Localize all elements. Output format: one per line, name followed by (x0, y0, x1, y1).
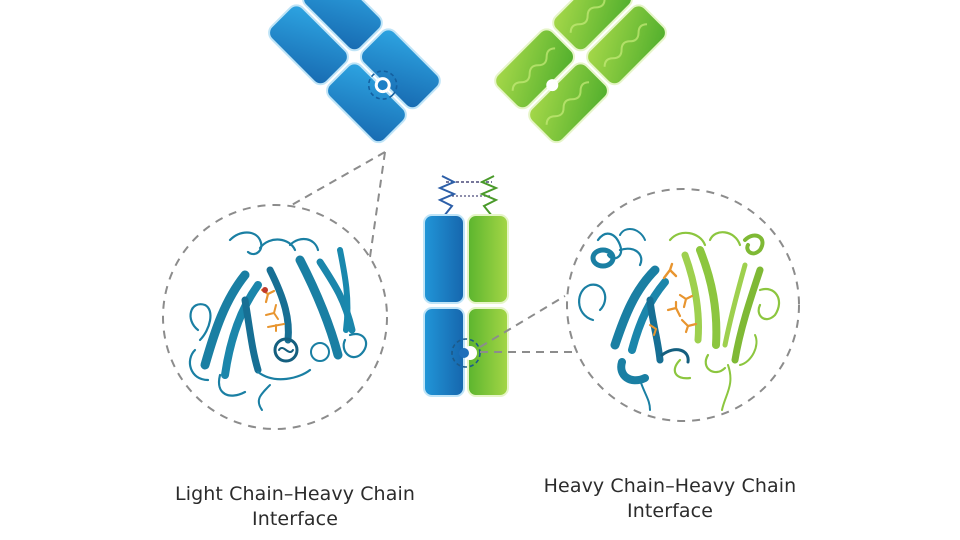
left-fab-arm (268, 0, 441, 144)
heavy-heavy-interface-caption: Heavy Chain–Heavy Chain Interface (520, 474, 820, 524)
caption-line-2: Interface (627, 500, 713, 522)
caption-line-1: Light Chain–Heavy Chain (175, 483, 415, 505)
callout-circle-left (162, 204, 388, 430)
callout-circle-right (566, 188, 800, 422)
heavy-chain-vh-domain-left (268, 4, 349, 86)
heavy-heavy-interface-callout (566, 188, 800, 422)
caption-line-1: Heavy Chain–Heavy Chain (543, 475, 797, 497)
disulfide-linker-right (479, 175, 499, 217)
disulfide-linker-left (437, 175, 457, 217)
fc-stem (423, 214, 509, 397)
heavy-chain-vh-domain-right (552, 0, 633, 52)
heavy-chain-ch2-green (467, 214, 509, 304)
light-heavy-interface-caption: Light Chain–Heavy Chain Interface (130, 482, 460, 532)
heavy-chain-ch3-blue (423, 307, 465, 397)
callout-leader-lines (289, 151, 575, 353)
protein-structure-heavy-heavy (578, 228, 781, 411)
protein-structure-light-heavy (188, 231, 368, 411)
caption-line-2: Interface (252, 508, 338, 530)
hinge-region (437, 175, 499, 217)
interface-highlight-left (367, 70, 398, 100)
light-chain-vl-domain (302, 0, 383, 52)
right-fab-arm (494, 0, 667, 144)
heavy-chain-ch2-blue (423, 214, 465, 304)
light-heavy-interface-callout (162, 204, 388, 430)
